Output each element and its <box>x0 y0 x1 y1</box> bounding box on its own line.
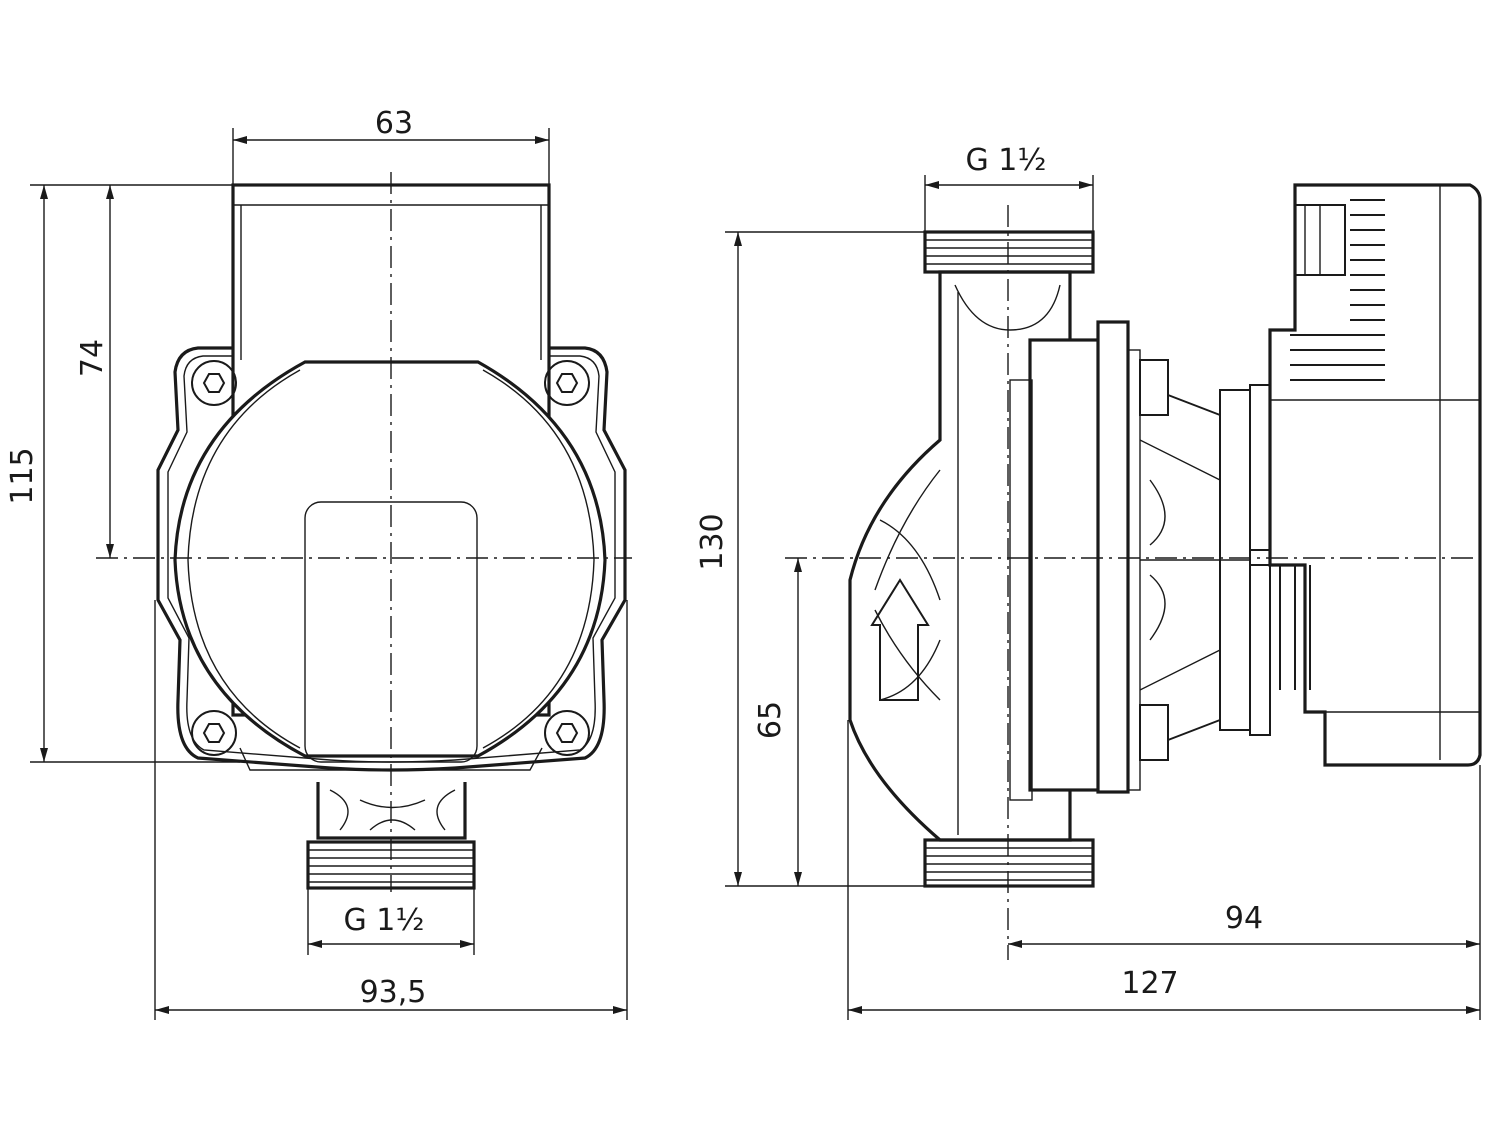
side-bottom-thread <box>923 838 1095 888</box>
dim-74-label: 74 <box>75 339 110 377</box>
side-cooling-fins <box>1290 199 1385 381</box>
side-flange <box>1096 320 1130 794</box>
dim-93-5-label: 93,5 <box>360 975 427 1010</box>
side-pump-housing <box>848 270 1072 842</box>
dim-63-label: 63 <box>375 106 413 141</box>
front-panel <box>304 501 478 763</box>
side-view <box>785 183 1482 960</box>
side-top-thread <box>923 230 1095 274</box>
dim-side-g-label: G 1½ <box>966 143 1047 178</box>
dim-65-label: 65 <box>753 701 788 739</box>
dim-130-label: 130 <box>695 513 730 570</box>
front-dimensions: 63 115 74 G 1½ 93,5 <box>5 106 628 1020</box>
bolt-bottom-right <box>544 710 590 756</box>
side-motor-body <box>1167 394 1221 741</box>
side-neck <box>1219 389 1251 731</box>
side-electronics-head <box>1268 183 1482 767</box>
dim-front-g-label: G 1½ <box>344 903 425 938</box>
dim-115-label: 115 <box>5 447 40 504</box>
front-view <box>96 172 632 892</box>
dim-127-label: 127 <box>1121 966 1178 1001</box>
flow-direction-arrow <box>870 578 930 701</box>
dim-94-label: 94 <box>1225 901 1263 936</box>
bolt-top-right <box>544 360 590 406</box>
side-dimensions: G 1½ 130 65 94 127 <box>695 143 1481 1020</box>
front-motor-circle <box>173 360 607 758</box>
bolt-top-left <box>191 360 237 406</box>
side-stator-block <box>1028 338 1102 792</box>
bolt-bottom-left <box>191 710 237 756</box>
